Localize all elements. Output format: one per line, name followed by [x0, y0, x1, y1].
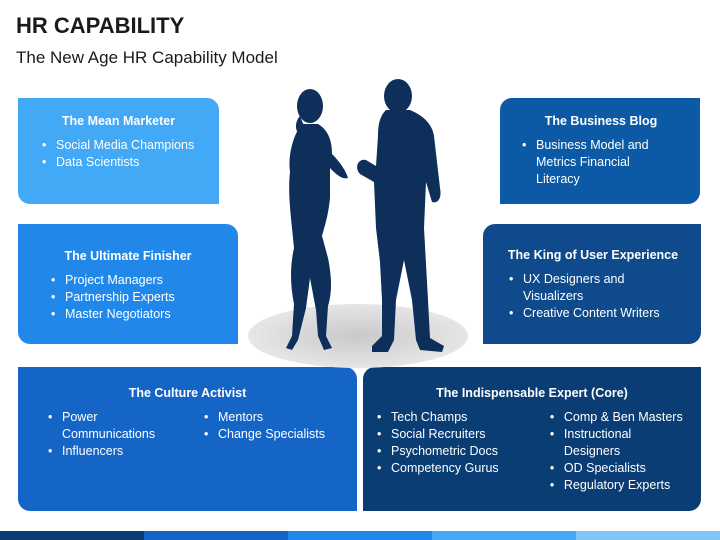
page-title: HR CAPABILITY: [16, 13, 185, 38]
card-king-of-ux: The King of User Experience UX Designers…: [483, 224, 701, 344]
list-item: Mentors: [204, 409, 325, 426]
list-item: Partnership Experts: [51, 289, 228, 306]
list-item: Tech Champs: [377, 409, 550, 426]
silhouette-graphic: [248, 79, 468, 368]
list-item: Social Media Champions: [42, 137, 209, 154]
business-people-silhouette: [248, 78, 468, 378]
card-business-blog: The Business Blog Business Model and Met…: [500, 98, 700, 204]
card-list: Business Model and Metrics Financial Lit…: [522, 137, 690, 188]
card-columns: Tech Champs Social Recruiters Psychometr…: [377, 409, 691, 494]
floor-shadow: [248, 304, 468, 368]
list-item: Data Scientists: [42, 154, 209, 171]
bar-segment: [432, 531, 576, 540]
card-list: Social Media Champions Data Scientists: [42, 137, 209, 171]
list-item: Regulatory Experts: [550, 477, 691, 494]
card-heading: The Mean Marketer: [61, 114, 176, 128]
bar-segment: [576, 531, 720, 540]
bottom-accent-bar: [0, 531, 720, 540]
card-indispensable-expert: The Indispensable Expert (Core) Tech Cha…: [363, 367, 701, 511]
card-heading: The Business Blog: [544, 114, 658, 128]
list-item: Creative Content Writers: [509, 305, 691, 322]
list-item: Instructional Designers: [550, 426, 691, 460]
list-item: Comp & Ben Masters: [550, 409, 691, 426]
card-list-col2: Mentors Change Specialists: [204, 409, 325, 460]
card-list: UX Designers and Visualizers Creative Co…: [509, 271, 691, 322]
list-item: Business Model and Metrics Financial Lit…: [522, 137, 672, 188]
list-item: Power Communications: [48, 409, 158, 443]
list-item: Influencers: [48, 443, 204, 460]
card-list: Project Managers Partnership Experts Mas…: [51, 272, 228, 323]
man-silhouette: [357, 79, 444, 352]
card-ultimate-finisher: The Ultimate Finisher Project Managers P…: [18, 224, 238, 344]
card-columns: Power Communications Influencers Mentors…: [48, 409, 347, 460]
bar-segment: [288, 531, 432, 540]
bar-segment: [0, 531, 144, 540]
list-item: Project Managers: [51, 272, 228, 289]
list-item: Change Specialists: [204, 426, 325, 443]
list-item: Social Recruiters: [377, 426, 550, 443]
card-list-col1: Tech Champs Social Recruiters Psychometr…: [377, 409, 550, 494]
card-heading: The King of User Experience: [507, 248, 679, 262]
card-mean-marketer: The Mean Marketer Social Media Champions…: [18, 98, 219, 204]
bar-segment: [144, 531, 288, 540]
list-item: OD Specialists: [550, 460, 691, 477]
card-list-col1: Power Communications Influencers: [48, 409, 204, 460]
card-heading: The Culture Activist: [128, 386, 247, 400]
card-list-col2: Comp & Ben Masters Instructional Designe…: [550, 409, 691, 494]
list-item: Competency Gurus: [377, 460, 550, 477]
list-item: Psychometric Docs: [377, 443, 550, 460]
woman-silhouette: [286, 89, 348, 350]
page-subtitle: The New Age HR Capability Model: [16, 48, 278, 67]
list-item: Master Negotiators: [51, 306, 228, 323]
list-item: UX Designers and Visualizers: [509, 271, 639, 305]
card-heading: The Indispensable Expert (Core): [436, 386, 628, 400]
card-heading: The Ultimate Finisher: [64, 249, 192, 263]
card-culture-activist: The Culture Activist Power Communication…: [18, 367, 357, 511]
